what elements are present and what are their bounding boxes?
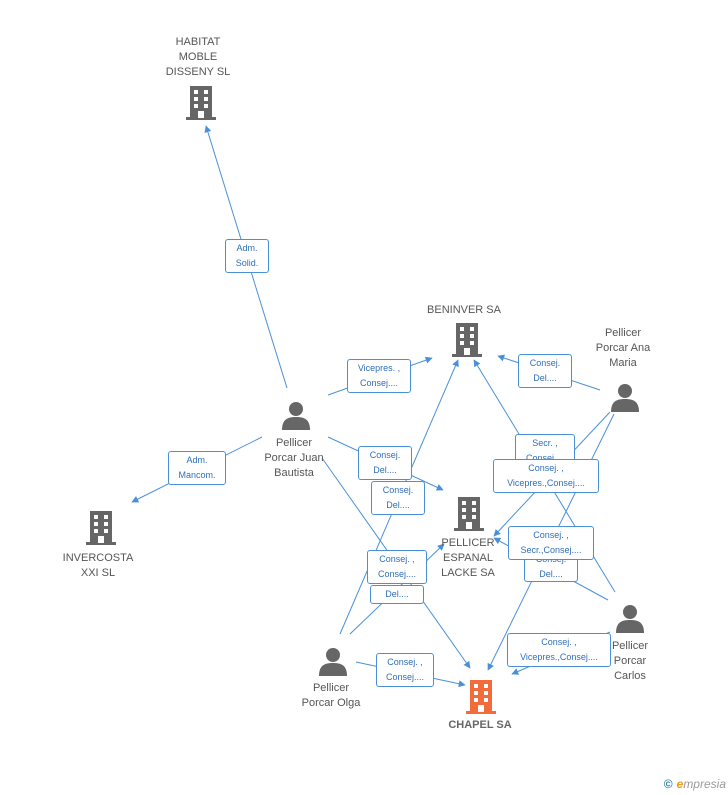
building-icon[interactable]	[186, 86, 216, 120]
person-icon[interactable]	[616, 605, 644, 633]
person-icon[interactable]	[611, 384, 639, 412]
relation-label[interactable]: Adm. Solid.	[225, 239, 269, 273]
relation-label[interactable]: Consej. Del....	[358, 446, 412, 480]
building-icon[interactable]	[466, 680, 496, 714]
relation-label[interactable]: Consej. , Consej....	[376, 653, 434, 687]
relation-label[interactable]: Consej. , Consej....	[367, 550, 427, 584]
building-icon[interactable]	[454, 497, 484, 531]
node-label-ana[interactable]: Pellicer Porcar Ana Maria	[595, 327, 651, 369]
relation-label[interactable]: Del....	[370, 585, 424, 604]
relation-label[interactable]: Vicepres. , Consej....	[347, 359, 411, 393]
copyright-icon: ©	[663, 777, 673, 791]
person-icon[interactable]	[282, 402, 310, 430]
relation-label[interactable]: Consej. Del....	[371, 481, 425, 515]
node-label-invercosta[interactable]: INVERCOSTA XXI SL	[62, 552, 134, 579]
footer-brand: ©empresia	[664, 777, 726, 791]
brand-logo[interactable]: empresia	[676, 777, 726, 791]
node-label-olga[interactable]: Pellicer Porcar Olga	[301, 682, 361, 709]
relation-label[interactable]: Consej. , Vicepres.,Consej....	[493, 459, 599, 493]
relation-label[interactable]: Consej. , Vicepres.,Consej....	[507, 633, 611, 667]
node-label-juan[interactable]: Pellicer Porcar Juan Bautista	[264, 437, 324, 479]
relation-label[interactable]: Consej. Del....	[518, 354, 572, 388]
relation-label[interactable]: Adm. Mancom.	[168, 451, 226, 485]
person-icon[interactable]	[319, 648, 347, 676]
building-icon[interactable]	[452, 323, 482, 357]
relation-label[interactable]: Consej. , Secr.,Consej....	[508, 526, 594, 560]
node-label-pellicer-espanal[interactable]: PELLICER ESPANAL LACKE SA	[441, 537, 495, 579]
node-label-beninver[interactable]: BENINVER SA	[427, 304, 501, 316]
node-label-carlos[interactable]: Pellicer Porcar Carlos	[611, 640, 649, 682]
node-label-habitat[interactable]: HABITAT MOBLE DISSENY SL	[165, 36, 231, 78]
building-icon[interactable]	[86, 511, 116, 545]
node-label-chapel[interactable]: CHAPEL SA	[448, 719, 512, 731]
